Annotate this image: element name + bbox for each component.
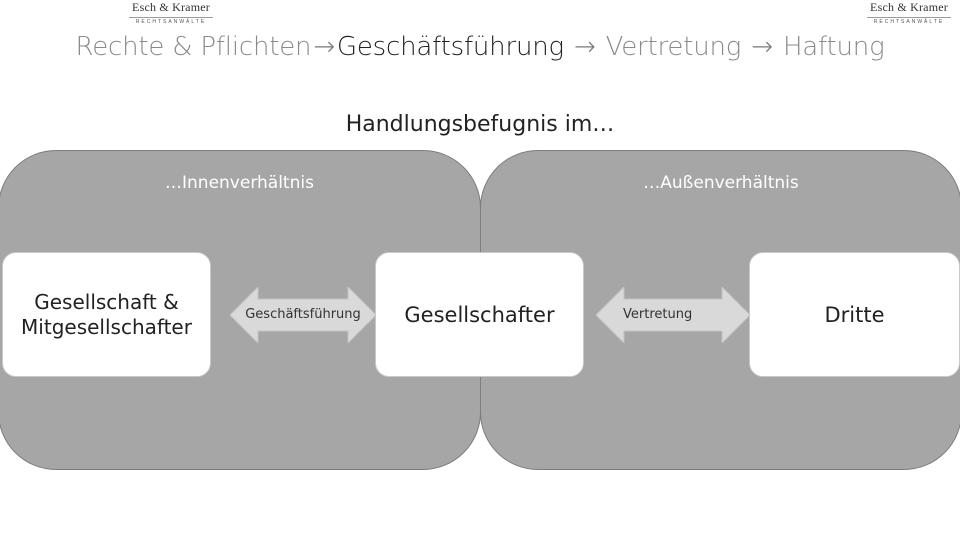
box-gesellschaft: Gesellschaft & Mitgesellschafter bbox=[2, 252, 211, 377]
double-arrow-icon bbox=[230, 287, 376, 343]
diagram-heading: Handlungsbefugnis im… bbox=[345, 112, 615, 137]
double-arrow-vertretung: Vertretung bbox=[596, 287, 750, 343]
breadcrumb-item-vertretung: Vertretung bbox=[605, 32, 742, 62]
logo-divider bbox=[867, 17, 951, 18]
box-gesellschafter: Gesellschafter bbox=[375, 252, 584, 377]
firm-logo-left: Esch & Kramer RECHTSANWÄLTE bbox=[125, 0, 217, 25]
box-dritte-label: Dritte bbox=[824, 302, 885, 327]
box-gesellschafter-label: Gesellschafter bbox=[404, 302, 555, 327]
firm-logo-tagline: RECHTSANWÄLTE bbox=[873, 19, 945, 25]
box-gesellschaft-line1: Gesellschaft & bbox=[34, 289, 179, 314]
breadcrumb-item-geschaeftsfuehrung: Geschäftsführung bbox=[336, 32, 564, 62]
firm-logo-tagline: RECHTSANWÄLTE bbox=[135, 19, 207, 25]
logo-divider bbox=[129, 17, 213, 18]
arrow-right-icon: → bbox=[313, 32, 335, 62]
arrow-right-icon: → bbox=[573, 32, 596, 62]
arrow-label-geschaeftsfuehrung: Geschäftsführung bbox=[245, 307, 361, 322]
firm-logo-right: Esch & Kramer RECHTSANWÄLTE bbox=[863, 0, 955, 25]
firm-logo-name: Esch & Kramer bbox=[870, 0, 948, 14]
double-arrow-geschaeftsfuehrung: Geschäftsführung bbox=[230, 287, 376, 343]
panel-label-outer: …Außenverhältnis bbox=[643, 173, 799, 193]
breadcrumb: Rechte & Pflichten→Geschäftsführung → Ve… bbox=[0, 32, 960, 62]
double-arrow-icon bbox=[596, 287, 750, 343]
box-dritte: Dritte bbox=[749, 252, 960, 377]
arrow-label-vertretung: Vertretung bbox=[623, 307, 693, 322]
panel-label-inner: …Innenverhältnis bbox=[165, 173, 314, 193]
box-gesellschaft-line2: Mitgesellschafter bbox=[21, 314, 192, 339]
breadcrumb-item-rechte: Rechte & Pflichten bbox=[75, 32, 312, 62]
arrow-right-icon: → bbox=[751, 32, 773, 62]
firm-logo-name: Esch & Kramer bbox=[132, 0, 210, 14]
breadcrumb-item-haftung: Haftung bbox=[782, 32, 885, 62]
